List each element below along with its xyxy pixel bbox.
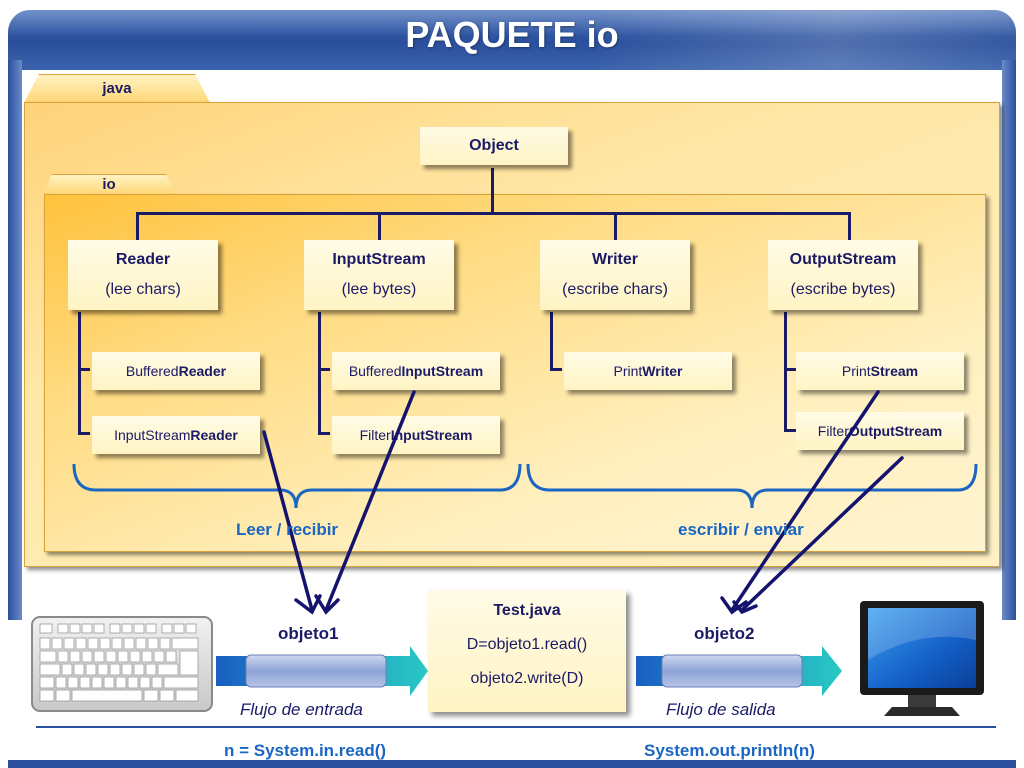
class-outputstream: OutputStream (escribe bytes): [768, 240, 918, 310]
bottom-divider: [36, 726, 996, 728]
class-inputstream: InputStream (lee bytes): [304, 240, 454, 310]
slide-title: PAQUETE io: [405, 14, 619, 55]
label-objeto1: objeto1: [278, 624, 339, 643]
class-printstream-bold: Stream: [870, 363, 919, 379]
class-inputstreamreader-prefix: InputStream: [114, 427, 191, 443]
input-flow-arrow: [216, 646, 428, 696]
class-writer: Writer (escribe chars): [540, 240, 690, 310]
slide-header-band: [8, 10, 1016, 70]
keyboard-icon: [31, 616, 213, 712]
class-outputstream-name: OutputStream: [789, 251, 897, 268]
slide-right-border: [1002, 60, 1016, 620]
class-outputstream-desc: (escribe bytes): [790, 281, 896, 298]
class-printwriter-bold: Writer: [642, 363, 683, 379]
class-filteroutputstream-bold: OutputStream: [848, 423, 943, 439]
class-bufferedreader-bold: Reader: [178, 363, 227, 379]
connector-printwriter: [550, 368, 562, 371]
connector-filterinputstream: [318, 432, 330, 435]
brace-write: [526, 463, 978, 509]
slide-left-border: [8, 60, 22, 620]
class-writer-desc: (escribe chars): [562, 281, 668, 298]
connector-outputstream: [848, 212, 851, 240]
connector-printstream: [784, 368, 796, 371]
class-reader: Reader (lee chars): [68, 240, 218, 310]
arrow-objeto1: [262, 390, 416, 615]
class-writer-name: Writer: [592, 251, 638, 268]
class-inputstreamreader-bold: Reader: [190, 427, 238, 443]
class-printstream-prefix: Print: [841, 363, 871, 379]
connector-horizontal: [136, 212, 850, 215]
connector-writer-subs: [550, 312, 553, 370]
connector-reader: [136, 212, 139, 240]
brace-read: [72, 463, 522, 509]
class-reader-desc: (lee chars): [105, 281, 181, 298]
label-output-flow: Flujo de salida: [666, 700, 776, 719]
test-java-line2: objeto2.write(D): [470, 670, 584, 687]
connector-inputstream: [378, 212, 381, 240]
class-inputstream-desc: (lee bytes): [341, 281, 417, 298]
connector-outputstream-subs: [784, 312, 787, 432]
class-filteroutputstream-prefix: Filter: [817, 423, 849, 439]
test-java-note: Test.java D=objeto1.read() objeto2.write…: [428, 590, 626, 712]
connector-bufferedinputstream: [318, 368, 330, 371]
connector-writer: [614, 212, 617, 240]
slide-footer-band: [8, 760, 1016, 768]
connector-bufferedreader: [78, 368, 90, 371]
connector-inputstreamreader: [78, 432, 90, 435]
class-bufferedinputstream-bold: InputStream: [401, 363, 484, 379]
class-inputstream-name: InputStream: [332, 251, 426, 268]
code-output: System.out.println(n): [644, 741, 815, 760]
label-objeto2: objeto2: [694, 624, 755, 643]
connector-reader-subs: [78, 312, 81, 434]
label-write-group: escribir / enviar: [678, 520, 804, 539]
class-bufferedinputstream-prefix: Buffered: [348, 363, 402, 379]
code-input: n = System.in.read(): [224, 741, 387, 760]
class-printwriter-prefix: Print: [613, 363, 643, 379]
label-read-group: Leer / recibir: [236, 520, 339, 539]
class-filterinputstream-bold: InputStream: [390, 427, 473, 443]
class-bufferedreader-prefix: Buffered: [125, 363, 179, 379]
class-filterinputstream-prefix: Filter: [359, 427, 391, 443]
test-java-line1: D=objeto1.read(): [466, 636, 588, 653]
class-reader-name: Reader: [115, 251, 171, 268]
connector-inputstream-subs: [318, 312, 321, 434]
connector-object: [491, 168, 494, 214]
class-object: Object: [420, 127, 568, 165]
output-flow-arrow: [636, 646, 842, 696]
test-java-title: Test.java: [493, 602, 561, 619]
label-input-flow: Flujo de entrada: [240, 700, 363, 719]
connector-filteroutputstream: [784, 429, 796, 432]
package-tab-java: java: [24, 74, 210, 103]
monitor-icon: [860, 601, 984, 716]
arrow-objeto2: [720, 390, 904, 615]
